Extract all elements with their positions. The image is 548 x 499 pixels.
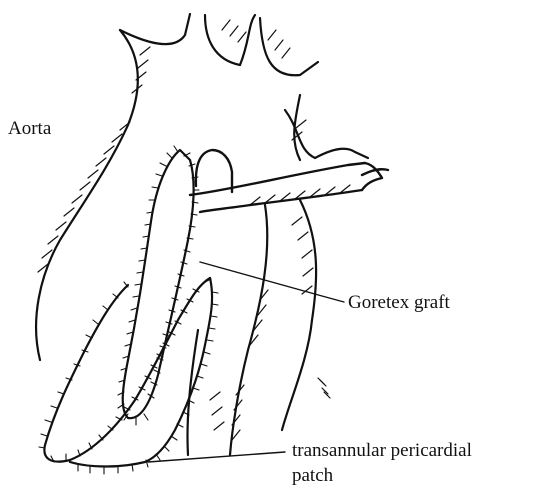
graft-sutures [118, 146, 199, 425]
patch-leader-line [148, 452, 285, 462]
patch-label-line1: transannular pericardial [292, 440, 472, 462]
goretex-graft [123, 150, 194, 418]
aorta-outline [36, 14, 368, 360]
right-vessel [187, 200, 316, 455]
goretex-graft-label: Goretex graft [348, 292, 450, 314]
aorta-label: Aorta [8, 118, 51, 140]
goretex-leader-line [200, 262, 344, 302]
aorta-hatching [38, 20, 306, 272]
patch-label-line2: patch [292, 465, 333, 487]
pulmonary-branch [190, 150, 388, 212]
